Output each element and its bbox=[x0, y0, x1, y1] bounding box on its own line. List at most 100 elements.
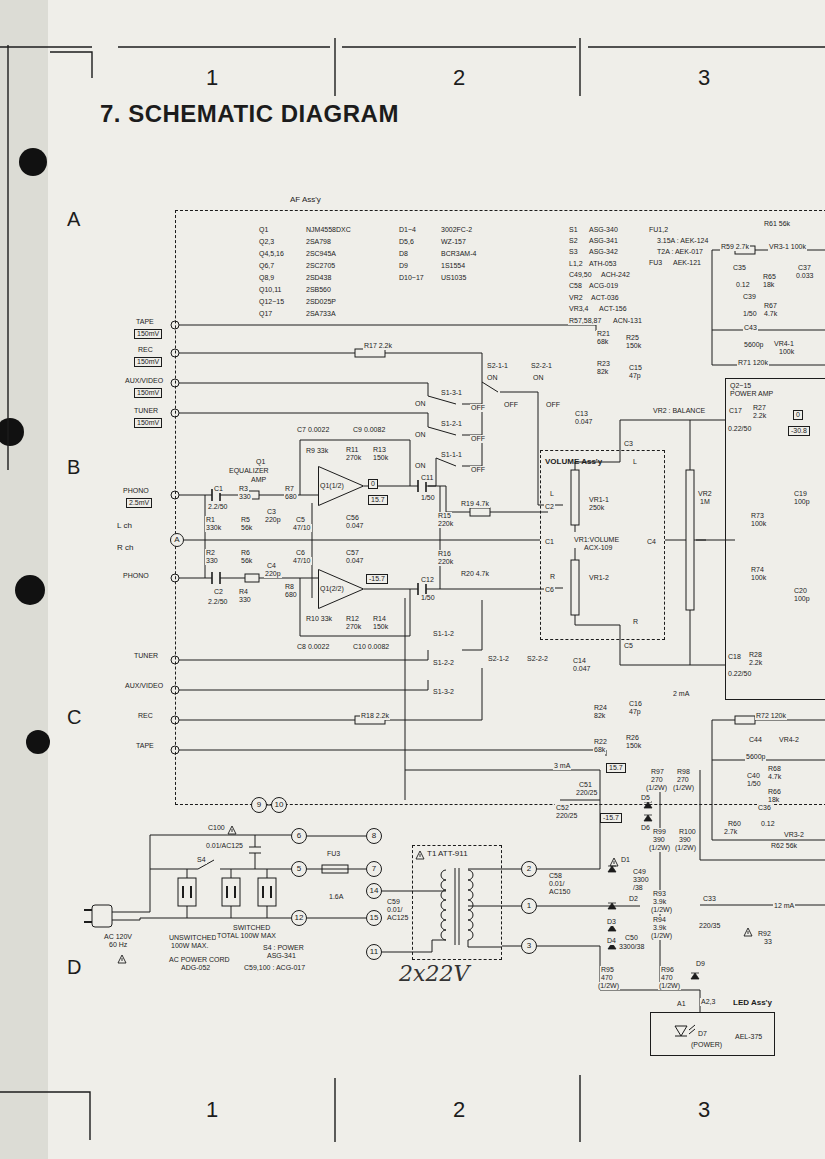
resistor-symbol bbox=[245, 574, 259, 582]
part-label: ACN-131 bbox=[612, 317, 643, 325]
voltage-tag: 2.5mV bbox=[126, 498, 152, 508]
node-text: 7 bbox=[372, 865, 376, 874]
connector-pin: A bbox=[170, 533, 184, 547]
part-label: 5600p bbox=[743, 341, 764, 349]
part-label: R74 bbox=[750, 566, 765, 574]
node-text: 12 bbox=[295, 914, 304, 923]
part-label: 2.7k bbox=[723, 828, 738, 836]
wire bbox=[385, 668, 482, 720]
part-label: Q8,9 bbox=[258, 274, 275, 282]
wire-connector bbox=[307, 869, 366, 870]
part-label: 390 bbox=[678, 836, 692, 844]
part-label: R99 bbox=[652, 828, 667, 836]
wire-connector bbox=[502, 946, 521, 947]
part-label: R67 bbox=[763, 302, 778, 310]
frame-line bbox=[0, 46, 92, 47]
part-label: R61 56k bbox=[763, 220, 791, 228]
node-text: 150mV bbox=[137, 358, 159, 366]
grid-reference: 1 bbox=[205, 66, 219, 90]
grid-reference: C bbox=[66, 706, 82, 728]
wire bbox=[179, 650, 428, 660]
part-label: 60 Hz bbox=[108, 941, 128, 949]
part-label: D4 bbox=[606, 937, 617, 945]
box-heading: LED Ass'y bbox=[731, 999, 774, 1008]
part-label: L ch bbox=[116, 522, 133, 531]
part-label: 270k bbox=[345, 623, 362, 631]
part-label: AC POWER CORD bbox=[168, 956, 231, 964]
part-label: 4.7k bbox=[763, 310, 778, 318]
part-label: R73 bbox=[750, 512, 765, 520]
connector-pin: 7 bbox=[366, 861, 382, 877]
wire bbox=[696, 540, 706, 541]
part-label: 150k bbox=[625, 742, 642, 750]
part-label: ASG-342 bbox=[588, 248, 619, 256]
part-label: 250k bbox=[588, 504, 605, 512]
part-label: ON bbox=[414, 400, 427, 408]
part-label: 150k bbox=[372, 454, 389, 462]
wire bbox=[560, 800, 600, 801]
resistor-symbol bbox=[571, 470, 579, 525]
punch-hole bbox=[19, 148, 47, 176]
diode-symbol bbox=[691, 973, 699, 979]
part-label: ADG-052 bbox=[180, 964, 211, 972]
wire bbox=[179, 720, 355, 721]
wire bbox=[712, 760, 825, 761]
part-label: 18k bbox=[767, 796, 780, 804]
part-label: REC bbox=[137, 712, 154, 720]
part-label: 0.047 bbox=[572, 665, 592, 673]
part-label: C12 bbox=[420, 576, 435, 584]
part-label: 2SB560 bbox=[305, 286, 332, 294]
part-label: S1-3-2 bbox=[432, 688, 455, 696]
part-label: C50 bbox=[624, 934, 639, 942]
wire bbox=[426, 589, 548, 590]
part-label: C17 bbox=[728, 407, 743, 415]
part-label: R68 bbox=[767, 765, 782, 773]
part-label: D9 bbox=[398, 262, 409, 270]
part-label: Q10,11 bbox=[258, 286, 282, 294]
part-label: WZ-157 bbox=[440, 238, 467, 246]
part-label: 68k bbox=[593, 746, 606, 754]
part-label: 100W MAX. bbox=[170, 942, 209, 950]
part-label: OFF bbox=[470, 404, 486, 412]
part-label: /38 bbox=[632, 884, 644, 892]
node-text: 150mV bbox=[137, 419, 159, 427]
part-label: C19 bbox=[793, 490, 808, 498]
node-text: 0 bbox=[371, 480, 375, 488]
part-label: TUNER bbox=[133, 652, 159, 660]
wire bbox=[150, 869, 198, 870]
wire bbox=[187, 906, 188, 918]
part-label: 1/50 bbox=[746, 780, 762, 788]
safety-mark bbox=[228, 826, 236, 834]
wire bbox=[712, 840, 825, 841]
part-label: R14 bbox=[372, 615, 387, 623]
part-label: (POWER) bbox=[690, 1041, 723, 1049]
part-label: Q17 bbox=[258, 310, 273, 318]
frame-line bbox=[588, 46, 825, 47]
part-label: C58 bbox=[568, 282, 583, 290]
node-text: 11 bbox=[370, 948, 378, 957]
node-text: 150mV bbox=[137, 330, 159, 338]
part-label: C2 bbox=[213, 588, 224, 596]
part-label: D8 bbox=[398, 250, 409, 258]
part-label: R19 4.7k bbox=[460, 500, 490, 508]
part-label: OFF bbox=[545, 401, 561, 409]
part-label: R100 bbox=[678, 828, 697, 836]
wire bbox=[432, 869, 476, 947]
part-label: R9 33k bbox=[305, 447, 329, 455]
part-label: R93 bbox=[652, 890, 667, 898]
part-label: Q6,7 bbox=[258, 262, 275, 270]
node-text: 1 bbox=[527, 902, 531, 911]
part-label: C49,50 bbox=[568, 271, 593, 279]
resistor-symbol bbox=[735, 716, 755, 724]
part-label: 2SA733A bbox=[305, 310, 337, 318]
part-label: C15 bbox=[628, 364, 643, 372]
wire bbox=[428, 458, 456, 486]
resistor-symbol bbox=[571, 560, 579, 615]
part-label: 330 bbox=[238, 493, 252, 501]
part-label: T2A : AEK-017 bbox=[656, 248, 704, 256]
wire bbox=[187, 869, 188, 878]
part-label: C59,100 : ACG-017 bbox=[243, 964, 306, 972]
part-label: VR3-1 100k bbox=[768, 243, 807, 251]
part-label: ATH-053 bbox=[588, 260, 618, 268]
part-label: TAPE bbox=[135, 318, 155, 326]
